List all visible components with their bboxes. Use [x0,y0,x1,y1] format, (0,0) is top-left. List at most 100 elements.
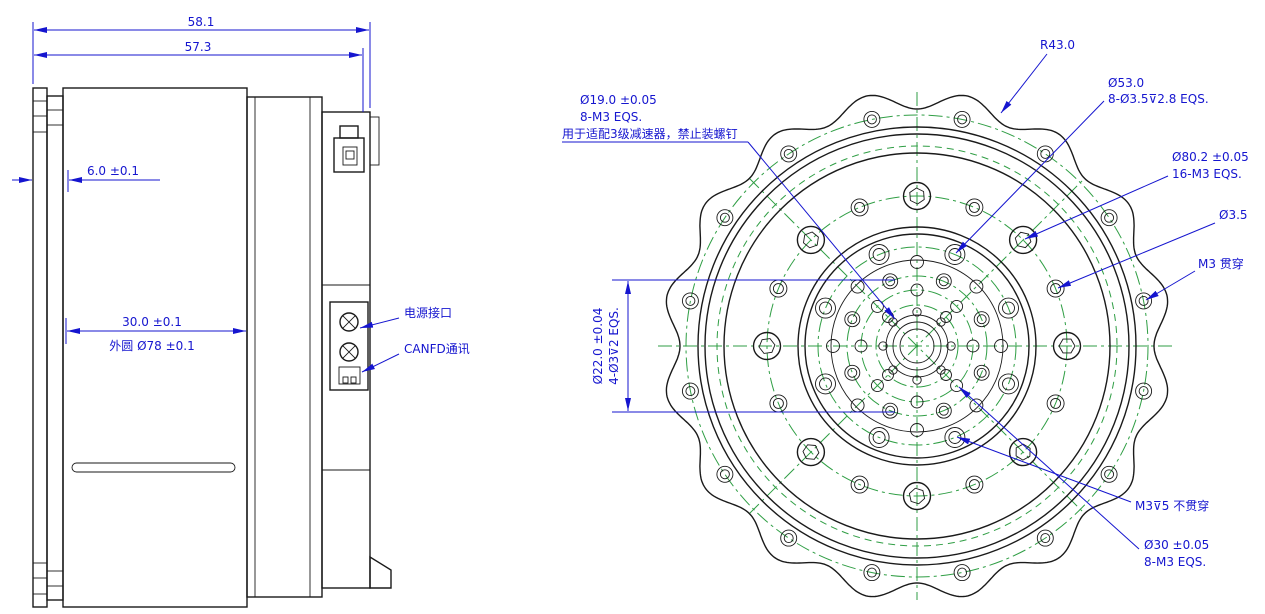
dim-57-3: 57.3 [185,40,212,54]
hole [950,299,964,313]
hole [1036,145,1054,163]
hole [847,367,858,378]
hole [998,297,1019,319]
hole [885,405,896,416]
hex-socket [802,444,820,460]
hole [783,148,794,159]
dim-30-0: 30.0 ±0.1 [122,315,182,329]
hex-socket [1058,338,1076,354]
hole [1100,209,1118,227]
hole [866,114,877,125]
dim-d35: Ø3.5 [1219,208,1248,222]
hole [976,367,987,378]
top-connector-detail [345,150,355,160]
hole [1040,533,1051,544]
hole [1036,529,1054,547]
hole [1002,377,1015,391]
face-circle [885,314,949,378]
bottom-chamfer [369,555,392,589]
hole [844,311,861,328]
hole [1040,148,1051,159]
hole [681,292,699,310]
dim-d53: Ø53.0 [1108,76,1144,90]
dim-r43: R43.0 [1040,38,1075,52]
hole [882,273,899,290]
leader-m3-through [1145,270,1196,301]
hole [878,341,888,351]
outer-scalloped-profile [665,94,1169,598]
hole [953,564,971,582]
hole [973,311,990,328]
hole [815,297,836,319]
hole [968,201,980,213]
leader-m3-blind [956,436,1132,503]
hole [772,397,784,409]
hex-socket [1014,231,1032,249]
hole [870,379,884,393]
screw-head [796,437,826,467]
hole [969,279,984,294]
leader-power [359,317,400,329]
hole [940,369,952,381]
pin-cross [342,315,356,329]
hex-socket [758,338,776,354]
hole [965,475,984,494]
hole [968,479,980,491]
hole [1138,386,1149,397]
hole [953,110,971,128]
hole [681,382,699,400]
hole [936,365,946,375]
dim-58-1: 58.1 [188,15,215,29]
rear-step [369,116,380,166]
face-circle [830,259,1004,433]
face-circle [723,152,1111,540]
hole [685,386,696,397]
front-view-annotations: R43.0 Ø53.0 8-Ø3.5⊽2.8 EQS. Ø19.0 ±0.05 … [562,38,1249,569]
centerline-diagonal [748,177,1086,515]
hole [976,314,987,325]
top-connector-tab [339,125,359,139]
hole [719,469,730,480]
hole [910,395,924,409]
leader-d35 [1057,222,1216,289]
dim-outer-dia: 外圆 Ø78 ±0.1 [109,339,194,353]
rear-housing [321,111,371,589]
hole [1050,283,1062,295]
hole [910,423,924,437]
hole [866,567,877,578]
hole [868,427,890,448]
hole [772,283,784,295]
hole [719,212,730,223]
hole [1046,279,1065,298]
flange-ring-outer [32,87,48,608]
hole [935,273,952,290]
leader-r43 [1000,53,1048,114]
hole [685,295,696,306]
hex-socket [1015,443,1031,461]
hole [854,479,866,491]
hole [1104,212,1115,223]
label-power-port: 电源接口 [404,305,452,320]
hole [957,114,968,125]
hole [1104,469,1115,480]
hole [872,431,886,444]
body-slot [71,462,236,473]
hex-socket [908,487,926,505]
side-view [32,87,392,608]
power-connector-pin [339,312,359,332]
hole [966,339,980,353]
note-m3-blind: M3⊽5 不贯穿 [1135,498,1209,513]
hole [1138,295,1149,306]
hole [854,339,868,353]
hole [940,311,952,323]
face-circle [804,233,1030,459]
hidden-circle [716,145,1118,547]
screw-head [1052,331,1082,361]
top-connector-detail [342,146,358,166]
hex-socket [803,231,819,249]
hole [912,375,922,385]
dim-d19-spec: 8-M3 EQS. [580,110,642,124]
dim-d19: Ø19.0 ±0.05 [580,93,657,107]
